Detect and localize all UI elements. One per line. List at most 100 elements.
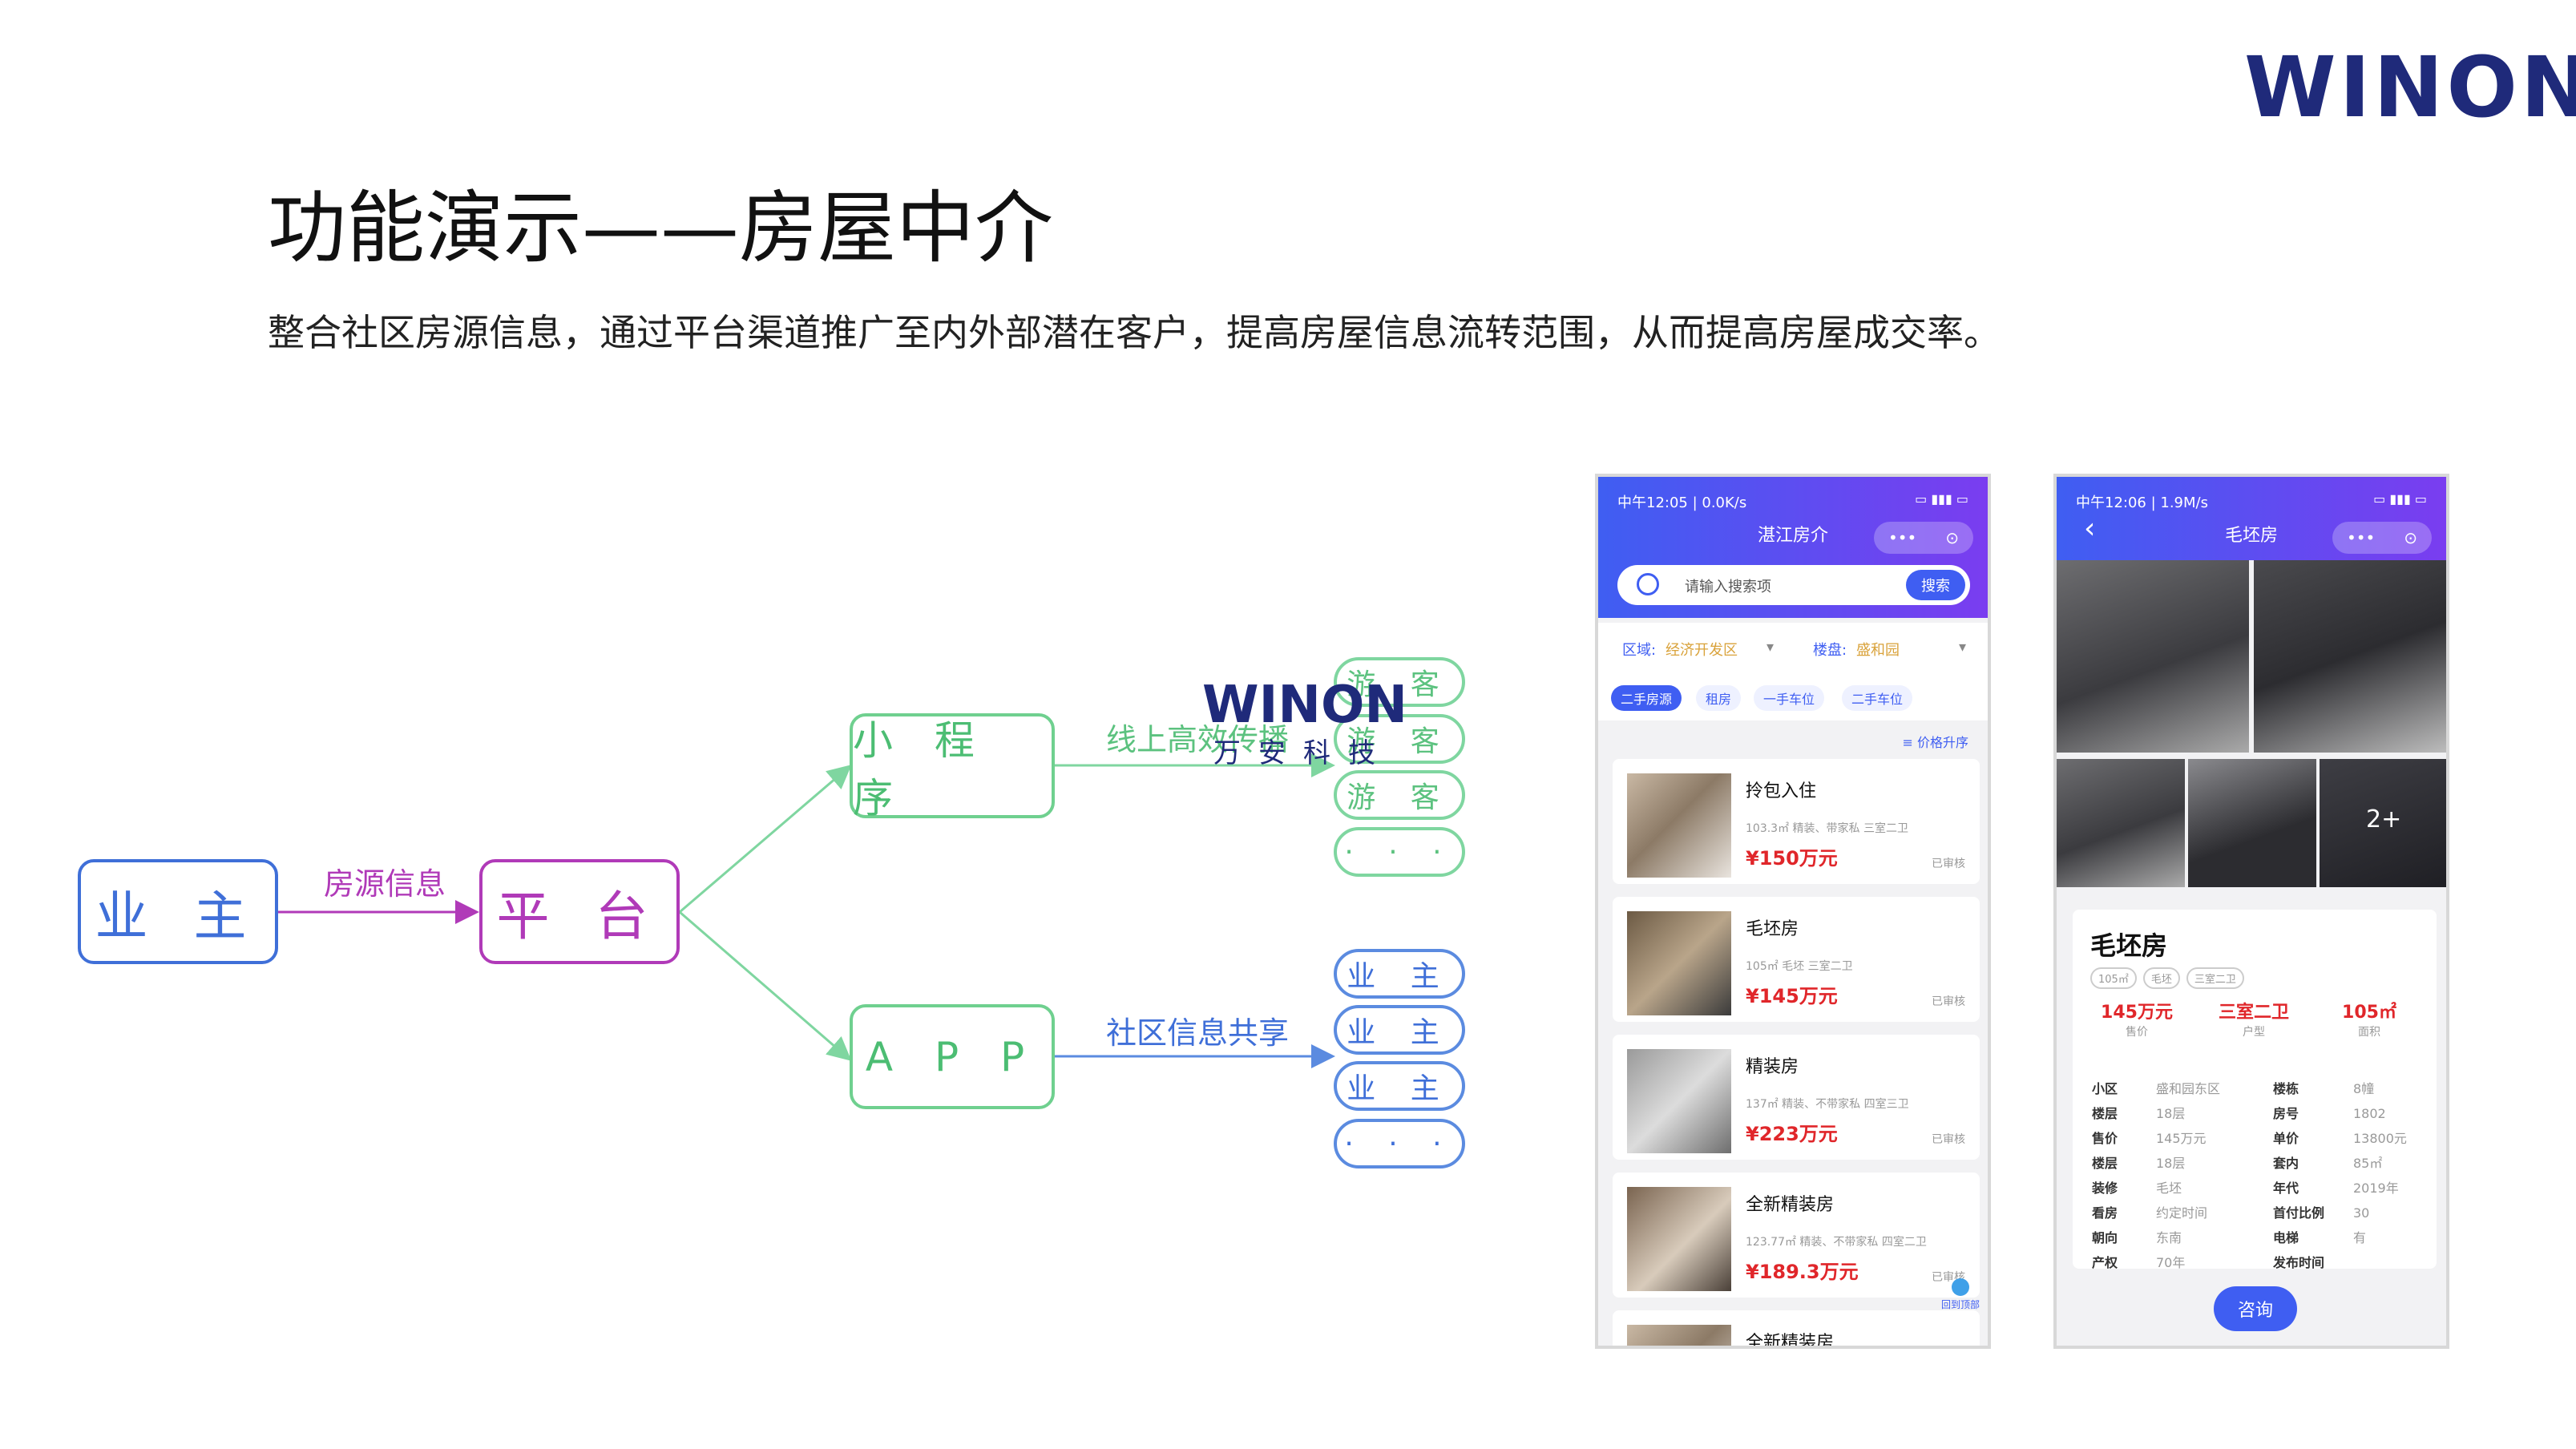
node-owner-target: 业 主 (1334, 1061, 1465, 1111)
sort-toggle[interactable]: ≡ 价格升序 (1902, 735, 1969, 750)
listing-name: 全新精装房 (1746, 1195, 1835, 1215)
tab-used-parking[interactable]: 二手车位 (1842, 685, 1913, 711)
status-icons: ▭ ▮▮▮ ▭ (2373, 491, 2427, 507)
listing-card[interactable]: 拎包入住 103.3㎡ 精装、带家私 三室二卫 ¥150万元 已审核 (1613, 759, 1980, 884)
node-visitor-more: · · · (1334, 827, 1465, 877)
more-photos-count: 2+ (2366, 805, 2402, 833)
highlight-price: 145万元 售价 (2081, 998, 2193, 1039)
watermark-logo: WINON (1202, 676, 1407, 735)
label-source-info: 房源信息 (324, 866, 446, 902)
spec-row: 装修毛坯 (2092, 1177, 2182, 1197)
listing-photo (1627, 773, 1731, 878)
search-icon (1637, 573, 1659, 595)
listing-price: ¥145万元 (1746, 985, 1838, 1007)
filter-area-dropdown[interactable]: 经济开发区 (1666, 642, 1738, 659)
house-photo[interactable] (2057, 759, 2185, 887)
house-photo[interactable] (2254, 560, 2446, 753)
listing-meta: 103.3㎡ 精装、带家私 三室二卫 (1746, 822, 1908, 835)
highlight-label: 售价 (2126, 1026, 2148, 1039)
listing-card[interactable]: 毛坯房 105㎡ 毛坯 三室二卫 ¥145万元 已审核 (1613, 897, 1980, 1022)
page-subtitle: 整合社区房源信息，通过平台渠道推广至内外部潜在客户，提高房屋信息流转范围，从而提… (268, 311, 2001, 354)
node-visitor: 游 客 (1334, 770, 1465, 820)
spec-row: 发布时间 (2273, 1252, 2353, 1271)
listing-card[interactable]: 精装房 137㎡ 精装、不带家私 四室三卫 ¥223万元 已审核 (1613, 1035, 1980, 1160)
listing-meta: 137㎡ 精装、不带家私 四室三卫 (1746, 1098, 1909, 1111)
spec-value: 2019年 (2353, 1181, 2399, 1196)
spec-key: 产权 (2092, 1255, 2118, 1270)
watermark-text: 万安科技 (1213, 737, 1393, 769)
status-bar: 中午12:06 | 1.9M/s (2076, 494, 2208, 511)
spec-value: 30 (2353, 1205, 2370, 1221)
mini-program-capsule[interactable]: ••• ⊙ (1874, 522, 1973, 554)
tab-new-parking[interactable]: 一手车位 (1754, 685, 1825, 711)
spec-value: 18层 (2156, 1156, 2186, 1171)
spec-value: 1802 (2353, 1106, 2386, 1121)
spec-row: 朝向东南 (2092, 1227, 2182, 1246)
spec-key: 楼层 (2092, 1106, 2118, 1121)
spec-key: 楼层 (2092, 1156, 2118, 1171)
filter-building-dropdown[interactable]: 盛和园 (1856, 642, 1900, 659)
listing-card[interactable]: 全新精装房 (1613, 1310, 1980, 1346)
node-owner-more: · · · (1334, 1119, 1465, 1168)
mini-program-capsule[interactable]: ••• ⊙ (2332, 522, 2432, 554)
spec-row: 看房约定时间 (2092, 1202, 2207, 1221)
listing-price: ¥150万元 (1746, 847, 1838, 870)
back-to-top-button[interactable]: 回到顶部 (1941, 1278, 1980, 1311)
highlight-layout: 三室二卫 户型 (2198, 998, 2310, 1039)
house-detail-card: 毛坯房 105㎡ 毛坯 三室二卫 145万元 售价 三室二卫 户型 105㎡ 面… (2073, 910, 2437, 1271)
spec-key: 售价 (2092, 1131, 2118, 1146)
tab-rent[interactable]: 租房 (1696, 685, 1742, 711)
listing-card[interactable]: 全新精装房 123.77㎡ 精装、不带家私 四室二卫 ¥189.3万元 已审核 (1613, 1173, 1980, 1298)
more-icon[interactable]: ••• (2346, 528, 2376, 547)
house-photo[interactable] (2188, 759, 2316, 887)
nav-title: 湛江房介 (1757, 526, 1828, 546)
filter-building-label: 楼盘: (1813, 642, 1847, 659)
tag: 三室二卫 (2186, 967, 2244, 989)
phone-listing-screen: 中午12:05 | 0.0K/s ▭ ▮▮▮ ▭ 湛江房介 ••• ⊙ 请输入搜… (1595, 474, 1991, 1349)
spec-key: 看房 (2092, 1205, 2118, 1221)
back-icon[interactable]: ‹ (2084, 512, 2096, 545)
listing-status: 已审核 (1932, 858, 1965, 870)
tab-second-hand[interactable]: 二手房源 (1611, 685, 1682, 711)
spec-key: 小区 (2092, 1081, 2118, 1096)
house-photo-more[interactable]: 2+ (2320, 759, 2446, 887)
listing-price: ¥189.3万元 (1746, 1261, 1859, 1283)
search-input[interactable]: 请输入搜索项 (1685, 579, 1771, 595)
close-icon[interactable]: ⊙ (1945, 528, 1960, 547)
search-button[interactable]: 搜索 (1906, 570, 1965, 600)
search-bar[interactable]: 请输入搜索项 搜索 (1617, 565, 1970, 605)
chevron-down-icon[interactable]: ▾ (1766, 639, 1775, 656)
spec-row: 小区盛和园东区 (2092, 1078, 2220, 1097)
spec-value: 18层 (2156, 1106, 2186, 1121)
consult-button[interactable]: 咨询 (2214, 1286, 2297, 1331)
spec-key: 单价 (2273, 1131, 2299, 1146)
listing-name: 精装房 (1746, 1057, 1799, 1077)
filter-bar: 区域: 经济开发区 ▾ 楼盘: 盛和园 ▾ (1598, 623, 1988, 674)
app-header: 中午12:06 | 1.9M/s ▭ ▮▮▮ ▭ ‹ 毛坯房 ••• ⊙ (2057, 477, 2446, 560)
listing-name: 毛坯房 (1746, 919, 1799, 939)
back-to-top-label: 回到顶部 (1940, 1299, 1980, 1310)
status-icons: ▭ ▮▮▮ ▭ (1915, 491, 1968, 507)
node-mini-program: 小 程 序 (850, 713, 1055, 821)
more-icon[interactable]: ••• (1888, 528, 1917, 547)
highlight-label: 户型 (2243, 1026, 2265, 1039)
house-tags: 105㎡ 毛坯 三室二卫 (2090, 967, 2244, 989)
listing-price: ¥223万元 (1746, 1123, 1838, 1145)
category-tabs: 二手房源 租房 一手车位 二手车位 (1598, 674, 1988, 720)
spec-value: 8幢 (2353, 1081, 2375, 1096)
node-owner-target: 业 主 (1334, 1005, 1465, 1055)
flow-diagram-connectors (278, 753, 1335, 1068)
tag: 毛坯 (2142, 967, 2180, 989)
spec-key: 朝向 (2092, 1230, 2118, 1245)
nav-title: 毛坯房 (2224, 526, 2278, 546)
chevron-down-icon[interactable]: ▾ (1959, 639, 1967, 656)
close-icon[interactable]: ⊙ (2404, 528, 2418, 547)
house-photo[interactable] (2057, 560, 2249, 753)
